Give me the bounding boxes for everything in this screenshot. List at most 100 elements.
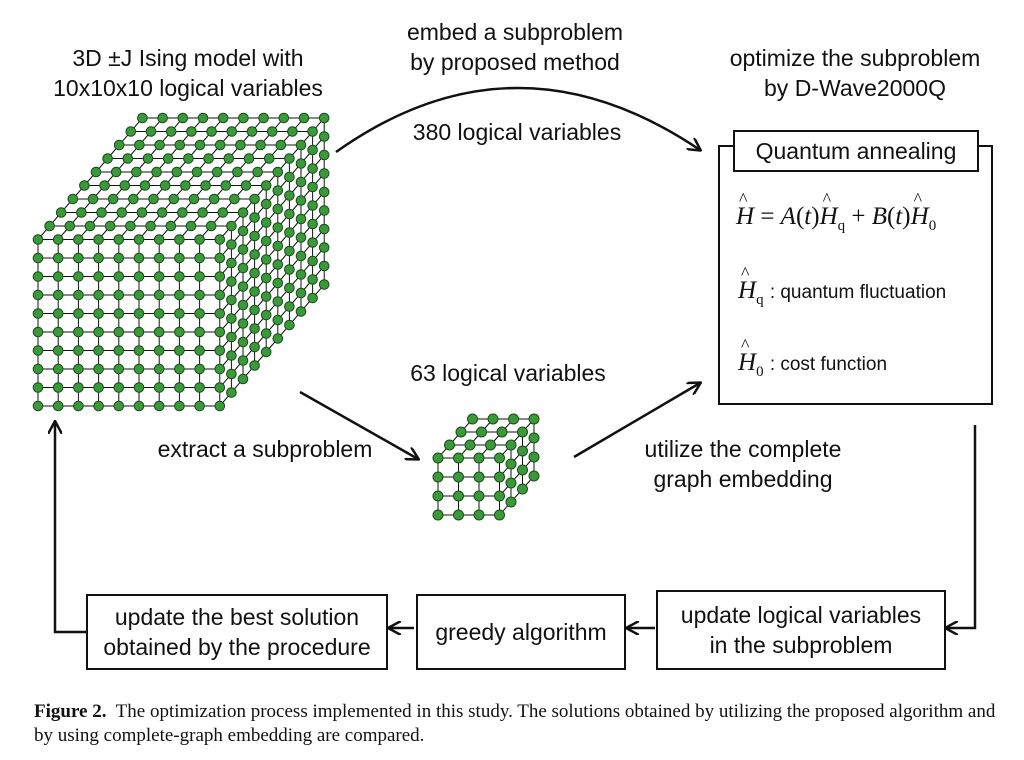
lattice-node <box>467 413 478 425</box>
lattice-node <box>133 252 145 264</box>
lattice-node <box>73 271 84 282</box>
lattice-node <box>240 180 252 191</box>
lattice-node <box>318 168 330 179</box>
lattice-node <box>284 227 295 238</box>
lattice-node <box>104 220 116 232</box>
lattice-node <box>226 294 237 306</box>
lattice-node <box>295 306 307 317</box>
lattice-node <box>113 252 125 264</box>
lattice-node <box>186 126 197 137</box>
vars-63-label: 63 logical variables <box>410 360 606 386</box>
lattice-node <box>174 308 185 319</box>
lattice-node <box>318 186 330 198</box>
extract-arrow <box>299 390 418 459</box>
lattice-node <box>52 345 64 356</box>
lattice-node <box>295 176 307 188</box>
lattice-node <box>266 126 278 137</box>
lattice-node <box>226 276 237 287</box>
lattice-node <box>214 326 226 338</box>
caption-text: The optimization process implemented in … <box>34 701 996 746</box>
lattice-node <box>113 139 125 151</box>
lattice-node <box>260 180 272 191</box>
lattice-node <box>307 274 318 285</box>
lattice-node <box>159 180 171 191</box>
lattice-node <box>197 112 209 124</box>
lattice-node <box>237 225 249 237</box>
lattice-node <box>255 139 266 151</box>
lattice-node <box>93 382 104 393</box>
lattice-node <box>232 166 243 178</box>
lattice-node <box>153 308 165 319</box>
lattice-node <box>432 509 444 521</box>
lattice-node <box>284 301 295 312</box>
qa-to-update-arrow <box>946 425 977 628</box>
lattice-node <box>444 439 455 451</box>
lattice-node <box>93 271 104 282</box>
lattice-node <box>153 382 165 393</box>
lattice-node <box>307 181 318 193</box>
lattice-node <box>214 308 226 319</box>
lattice-node <box>32 271 44 282</box>
lattice-node <box>318 112 330 124</box>
lattice-node <box>223 153 235 164</box>
lattice-node <box>133 382 145 393</box>
lattice-node <box>272 333 284 344</box>
lattice-node <box>87 193 99 205</box>
lattice-node <box>249 212 260 223</box>
lattice-node <box>517 483 528 495</box>
lattice-node <box>284 245 295 257</box>
lattice-node <box>318 242 330 253</box>
lattice-node <box>249 249 260 260</box>
lattice-node <box>295 139 307 151</box>
lattice-node <box>113 326 125 338</box>
lattice-node <box>272 296 284 307</box>
lattice-node <box>528 413 540 425</box>
lattice-node <box>295 287 307 299</box>
lattice-node <box>133 400 145 412</box>
lattice-node <box>295 269 307 280</box>
lattice-node <box>249 267 260 279</box>
lattice-node <box>226 331 237 343</box>
lattice-node <box>133 234 145 245</box>
lattice-node <box>32 234 44 245</box>
lattice-node <box>214 289 226 301</box>
lattice-node <box>153 345 165 356</box>
lattice-node <box>200 180 211 191</box>
lattice-node <box>307 292 318 304</box>
lattice-node <box>249 193 260 205</box>
lattice-node <box>473 509 485 521</box>
lattice-node <box>148 193 159 205</box>
update-best-solution-box: update the best solution obtained by the… <box>86 594 388 670</box>
lattice-node <box>260 198 272 210</box>
lattice-node <box>165 220 177 232</box>
lattice-node <box>272 277 284 289</box>
lattice-node <box>153 234 165 245</box>
lattice-node <box>517 464 528 476</box>
lattice-node <box>131 166 142 178</box>
lattice-node <box>260 291 272 302</box>
lattice-node <box>32 252 44 264</box>
lattice-node <box>153 400 165 412</box>
lattice-node <box>194 363 205 375</box>
lattice-node <box>174 400 185 412</box>
lattice-node <box>73 382 84 393</box>
lattice-node <box>194 252 205 264</box>
lattice-node <box>453 509 464 521</box>
lattice-node <box>295 213 307 225</box>
lattice-node <box>260 235 272 247</box>
lattice-node <box>260 254 272 265</box>
lattice-node <box>237 318 249 329</box>
lattice-node <box>52 382 64 393</box>
lattice-node <box>252 166 263 178</box>
lattice-node <box>194 271 205 282</box>
lattice-node <box>153 326 165 338</box>
lattice-node <box>52 271 64 282</box>
lattice-node <box>32 382 44 393</box>
lattice-node <box>249 341 260 353</box>
lattice-node <box>476 426 487 438</box>
lattice-node <box>32 400 44 412</box>
lattice-node <box>249 286 260 297</box>
lattice-node <box>237 373 249 385</box>
lattice-node <box>52 289 64 301</box>
lattice-node <box>174 139 186 151</box>
